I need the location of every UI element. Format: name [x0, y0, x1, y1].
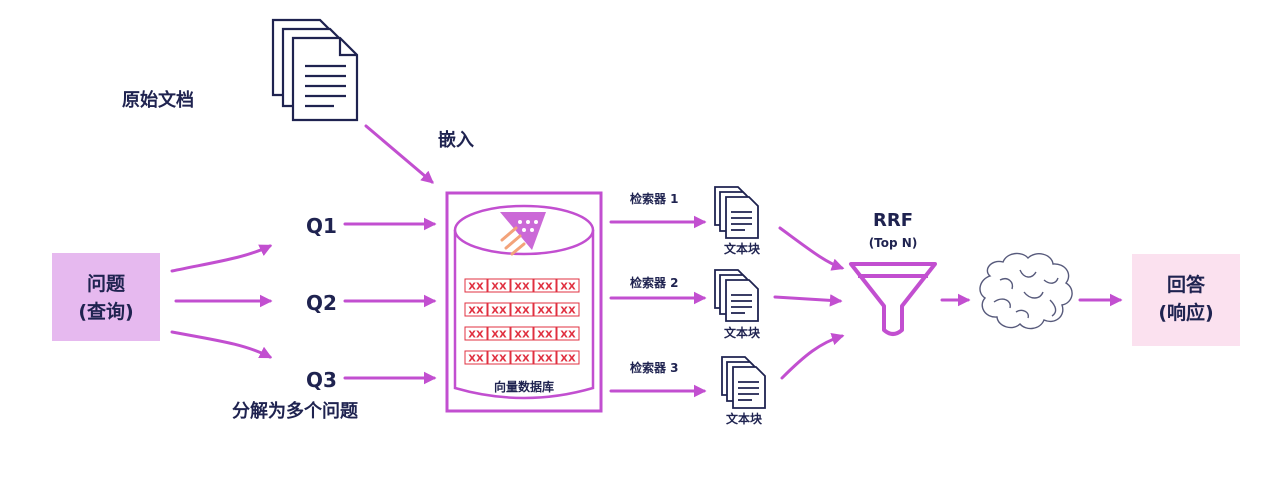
vector-cell-text: XX	[537, 354, 553, 365]
vector-cell	[533, 302, 557, 317]
q2-label: Q2	[306, 291, 337, 315]
question-subtitle: (查询)	[78, 300, 133, 323]
vector-row: XX XX XX XX XX	[464, 278, 580, 293]
vector-cell-text: XX	[468, 282, 484, 293]
funnel-icon	[849, 262, 937, 336]
chunk-stack-2	[714, 269, 759, 322]
retriever-1-label: 检索器 1	[630, 191, 679, 206]
retriever-2-label: 检索器 2	[630, 275, 679, 290]
q3-label: Q3	[306, 368, 337, 392]
vector-cell-text: XX	[514, 330, 530, 341]
vector-cell-text: XX	[537, 306, 553, 317]
top-n-label: (Top N)	[869, 236, 918, 250]
vector-row: XX XX XX XX XX	[464, 302, 580, 317]
vector-cell	[533, 326, 557, 341]
vector-cell	[533, 278, 557, 293]
vector-row: XX XX XX XX XX	[464, 350, 580, 365]
vector-cell	[464, 278, 488, 293]
database-logo-icon	[500, 212, 546, 256]
vector-row: XX XX XX XX XX	[464, 326, 580, 341]
vector-cell	[533, 350, 557, 365]
chunk-stack-3	[721, 356, 766, 409]
vector-cell-text: XX	[468, 354, 484, 365]
vector-cell-text: XX	[537, 282, 553, 293]
rrf-label: RRF	[873, 210, 913, 231]
chunk-label-3: 文本块	[726, 411, 763, 426]
vector-cell	[556, 278, 580, 293]
vector-cell-text: XX	[491, 330, 507, 341]
answer-box: 回答 (响应)	[1132, 254, 1240, 346]
vector-cell	[556, 326, 580, 341]
retriever-3-label: 检索器 3	[630, 360, 679, 375]
vector-cell-text: XX	[560, 306, 576, 317]
arrow-chunk2-to-funnel	[773, 294, 843, 307]
vector-cell	[487, 350, 511, 365]
source-docs-label: 原始文档	[122, 89, 194, 111]
vector-cell	[556, 302, 580, 317]
vector-cell	[510, 326, 534, 341]
vector-cell-text: XX	[468, 306, 484, 317]
answer-subtitle: (响应)	[1158, 301, 1213, 324]
vector-cell-text: XX	[514, 282, 530, 293]
vector-cell-text: XX	[560, 282, 576, 293]
vector-cell-text: XX	[491, 306, 507, 317]
vector-cell	[464, 302, 488, 317]
vector-cell	[464, 350, 488, 365]
document-stack-icon	[271, 18, 359, 122]
vector-cell	[510, 278, 534, 293]
vector-cell-text: XX	[537, 330, 553, 341]
vector-cell-text: XX	[491, 282, 507, 293]
vector-db-label: 向量数据库	[494, 379, 554, 394]
vector-cell	[464, 326, 488, 341]
question-title: 问题	[87, 273, 125, 295]
vector-cell-text: XX	[560, 330, 576, 341]
arrow-chunk1-to-funnel	[778, 226, 845, 271]
decompose-label: 分解为多个问题	[232, 400, 359, 422]
chunk-label-2: 文本块	[724, 325, 761, 340]
vector-cell-text: XX	[468, 330, 484, 341]
vector-cell-text: XX	[514, 306, 530, 317]
embed-label: 嵌入	[438, 129, 474, 151]
brain-icon	[979, 252, 1073, 330]
vector-cell-text: XX	[491, 354, 507, 365]
vector-rows: XX XX XX XX XX XX XX XX XX XX XX XX XX XX XX XX XX XX XX XX	[464, 278, 580, 365]
q1-label: Q1	[306, 214, 337, 238]
question-box: 问题 (查询)	[52, 253, 160, 341]
vector-cell	[487, 278, 511, 293]
arrow-question-to-q1	[170, 244, 273, 273]
arrow-docs-to-db	[364, 124, 434, 184]
chunk-stack-1	[714, 186, 759, 239]
vector-cell	[487, 326, 511, 341]
vector-cell-text: XX	[560, 354, 576, 365]
vector-cell	[510, 302, 534, 317]
vector-cell	[510, 350, 534, 365]
chunk-label-1: 文本块	[724, 241, 761, 256]
vector-cell	[487, 302, 511, 317]
vector-cell-text: XX	[514, 354, 530, 365]
vector-cell	[556, 350, 580, 365]
answer-title: 回答	[1167, 273, 1206, 296]
arrow-question-to-q3	[170, 330, 273, 359]
arrow-chunk3-to-funnel	[780, 333, 845, 380]
